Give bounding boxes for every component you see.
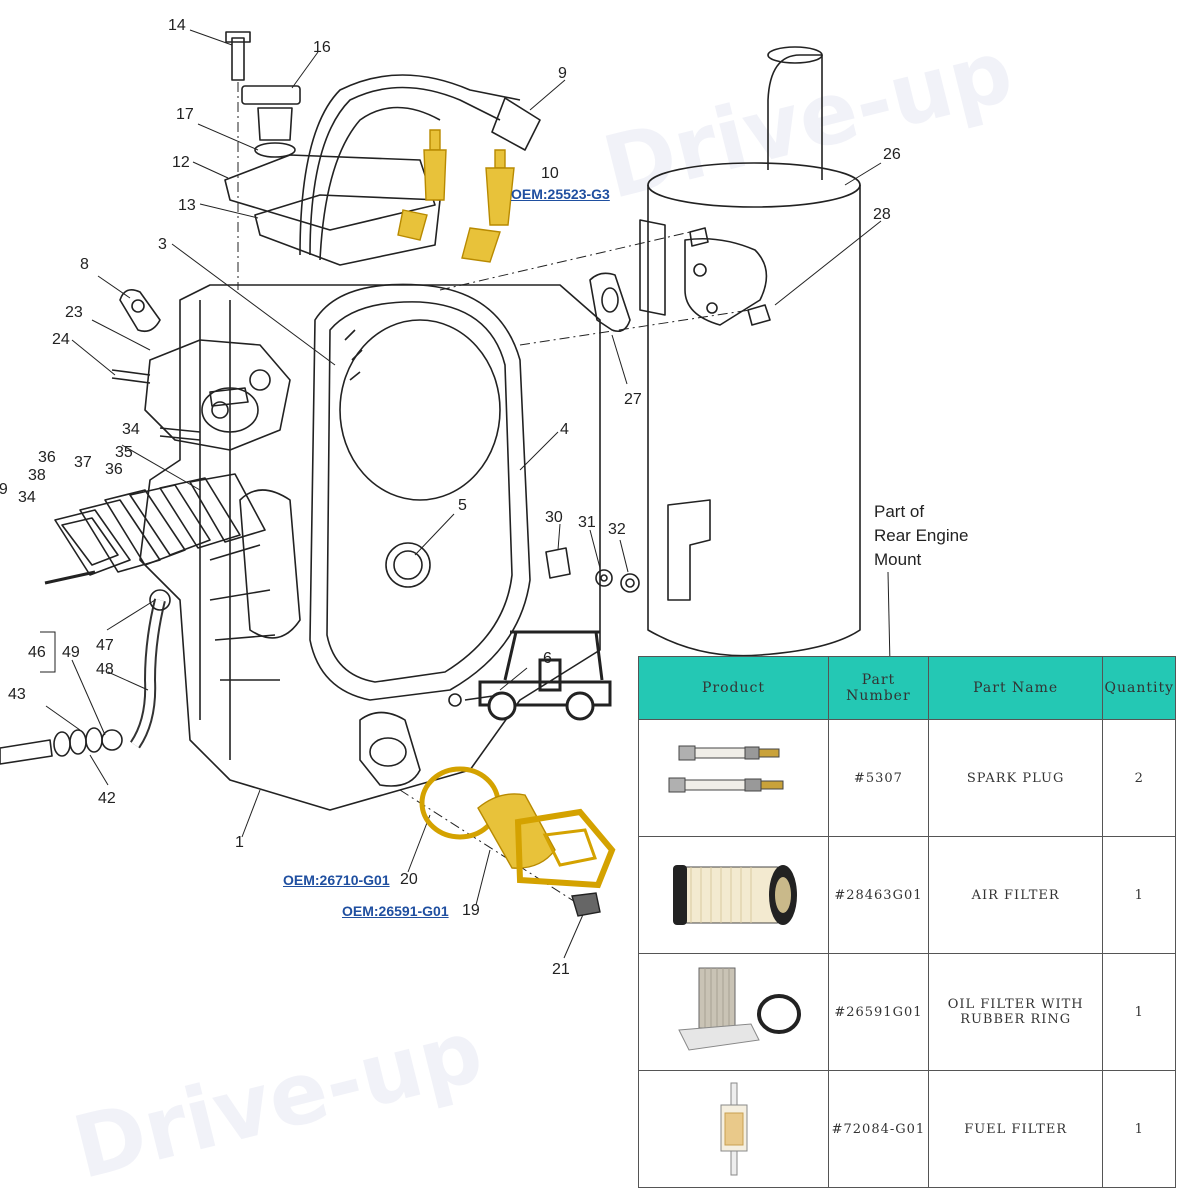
callout-21: 21 xyxy=(552,961,570,978)
cell-quantity: 1 xyxy=(1102,953,1176,1071)
golf-cart-logo xyxy=(478,630,612,721)
callout-47: 47 xyxy=(96,637,114,654)
callout-42: 42 xyxy=(98,790,116,807)
header-part-name: Part Name xyxy=(927,656,1104,720)
table-row: #72084-G01 FUEL FILTER 1 xyxy=(638,1070,1176,1188)
callout-1: 1 xyxy=(235,834,244,851)
callout-26: 26 xyxy=(883,146,901,163)
rear-engine-mount-label: Part of Rear Engine Mount xyxy=(874,500,969,572)
callout-23: 23 xyxy=(65,304,83,321)
callout-34: 34 xyxy=(122,421,140,438)
callout-12: 12 xyxy=(172,154,190,171)
cell-part-name: FUEL FILTER xyxy=(927,1070,1104,1188)
callout-32: 32 xyxy=(608,521,626,538)
cell-quantity: 1 xyxy=(1102,836,1176,954)
callout-8: 8 xyxy=(80,256,89,273)
callout-19: 19 xyxy=(462,902,480,919)
carburetor xyxy=(144,339,291,451)
cell-part-name: AIR FILTER xyxy=(927,836,1104,954)
cell-quantity: 2 xyxy=(1102,719,1176,837)
oil-filter-with-ring-icon xyxy=(638,953,829,1071)
callout-27: 27 xyxy=(624,391,642,408)
callout-49: 49 xyxy=(62,644,80,661)
table-row: #26591G01 OIL FILTER WITH RUBBER RING 1 xyxy=(638,953,1176,1071)
callout-36b: 36 xyxy=(105,461,123,478)
callout-38: 38 xyxy=(28,467,46,484)
cell-part-name: SPARK PLUG xyxy=(927,719,1104,837)
callout-46: 46 xyxy=(28,644,46,661)
mount-label-line-1: Part of xyxy=(874,502,925,521)
callout-48: 48 xyxy=(96,661,114,678)
callout-4: 4 xyxy=(560,421,569,438)
muffler xyxy=(647,185,861,657)
callout-34b: 34 xyxy=(18,489,36,506)
parts-table: Product Part Number Part Name Quantity xyxy=(638,656,1176,1188)
callout-5: 5 xyxy=(458,497,467,514)
oem-label-o-ring: OEM:26710-G01 xyxy=(283,872,390,888)
callout-17: 17 xyxy=(176,106,194,123)
callout-14: 14 xyxy=(168,17,186,34)
air-filter-icon xyxy=(638,836,829,954)
header-part-number: Part Number xyxy=(828,656,929,720)
cell-quantity: 1 xyxy=(1102,1070,1176,1188)
engine-block xyxy=(139,284,601,811)
callout-28: 28 xyxy=(873,206,891,223)
cell-part-number: #26591G01 xyxy=(828,953,929,1071)
callout-35: 35 xyxy=(115,444,133,461)
mount-label-line-3: Mount xyxy=(874,550,922,569)
callout-37: 37 xyxy=(74,454,92,471)
callout-30: 30 xyxy=(545,509,563,526)
header-quantity: Quantity xyxy=(1102,656,1176,720)
callout-6: 6 xyxy=(543,650,552,667)
engine-cover xyxy=(309,283,531,701)
oem-label-oil-filter: OEM:26591-G01 xyxy=(342,903,449,919)
cell-part-number: #28463G01 xyxy=(828,836,929,954)
callout-39: 39 xyxy=(0,481,8,498)
table-row: #5307 SPARK PLUG 2 xyxy=(638,719,1176,837)
callout-24: 24 xyxy=(52,331,70,348)
header-product: Product xyxy=(638,656,829,720)
cell-part-number: #5307 xyxy=(828,719,929,837)
callout-10: 10 xyxy=(541,165,559,182)
callout-3: 3 xyxy=(158,236,167,253)
fuel-filter-icon xyxy=(638,1070,829,1188)
cell-part-name: OIL FILTER WITH RUBBER RING xyxy=(927,953,1104,1071)
callout-9: 9 xyxy=(558,65,567,82)
parts-table-header-row: Product Part Number Part Name Quantity xyxy=(638,656,1176,720)
callout-43: 43 xyxy=(8,686,26,703)
callout-31: 31 xyxy=(578,514,596,531)
oem-label-spark-plug: OEM:25523-G3 xyxy=(511,186,610,202)
callout-36: 36 xyxy=(38,449,56,466)
highlighted-parts xyxy=(397,129,616,917)
spark-plug-pair-icon xyxy=(638,719,829,837)
table-row: #28463G01 AIR FILTER 1 xyxy=(638,836,1176,954)
callout-20: 20 xyxy=(400,871,418,888)
cell-part-number: #72084-G01 xyxy=(828,1070,929,1188)
mount-label-line-2: Rear Engine xyxy=(874,526,969,545)
callout-13: 13 xyxy=(178,197,196,214)
callout-16: 16 xyxy=(313,39,331,56)
